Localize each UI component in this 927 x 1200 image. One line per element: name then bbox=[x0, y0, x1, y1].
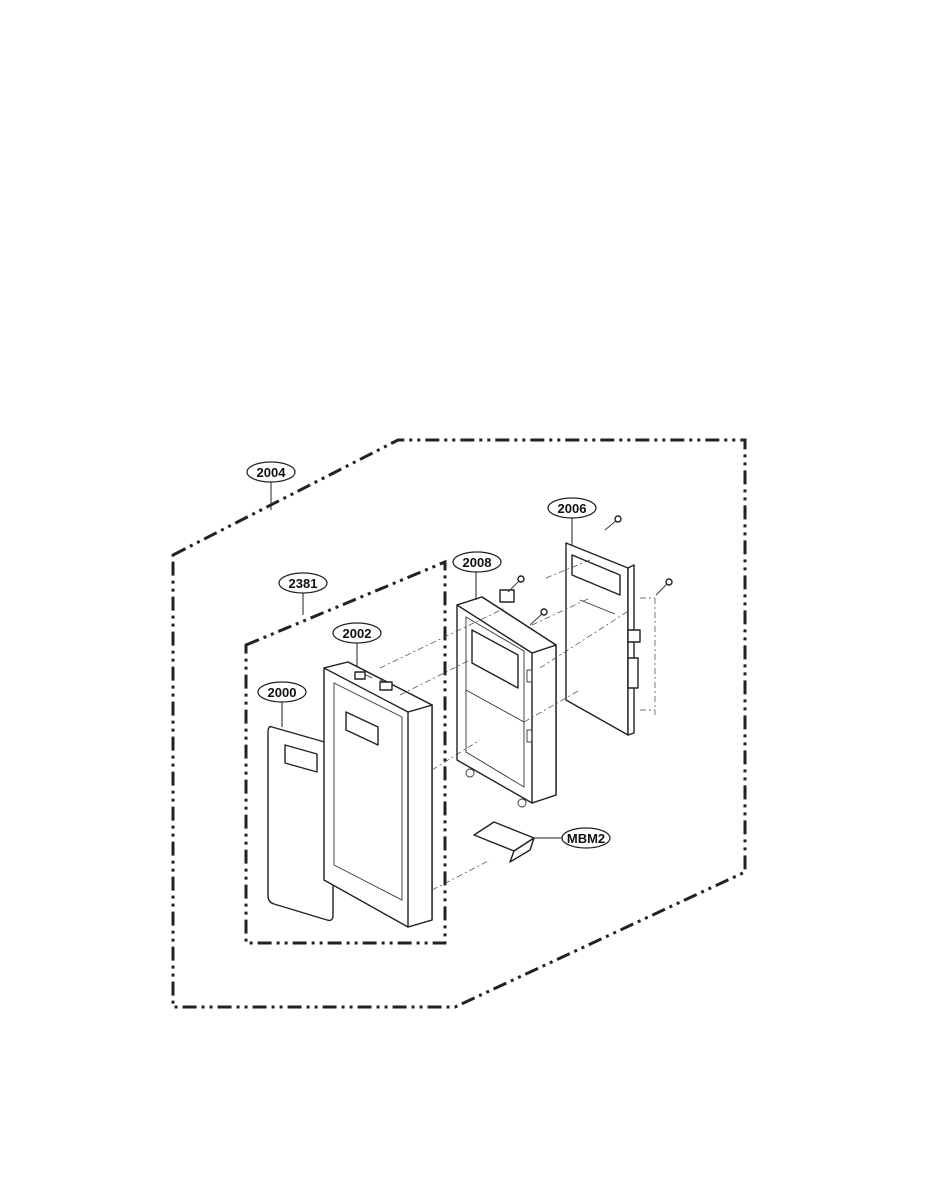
callout-2002: 2002 bbox=[332, 622, 382, 644]
callout-2000-label: 2000 bbox=[268, 685, 297, 700]
callout-2008: 2008 bbox=[452, 551, 502, 573]
screw bbox=[604, 515, 622, 531]
assembly-lines bbox=[379, 559, 656, 891]
screw bbox=[655, 578, 673, 596]
callout-leaders bbox=[270, 482, 573, 839]
callout-2006: 2006 bbox=[547, 497, 597, 519]
screw bbox=[529, 608, 548, 626]
callout-2381-label: 2381 bbox=[289, 576, 318, 591]
callout-mbm2-label: MBM2 bbox=[567, 831, 605, 846]
screw bbox=[507, 575, 525, 593]
callout-2004: 2004 bbox=[246, 461, 296, 483]
part-2008-bracket bbox=[456, 589, 557, 808]
part-2000-film bbox=[267, 725, 334, 922]
callout-2008-label: 2008 bbox=[463, 555, 492, 570]
callout-2004-label: 2004 bbox=[257, 465, 287, 480]
callout-2002-label: 2002 bbox=[343, 626, 372, 641]
part-2002-frame bbox=[323, 661, 433, 928]
part-2006-pcb bbox=[565, 542, 641, 736]
screws bbox=[507, 515, 673, 626]
assembly-boundary-2004 bbox=[171, 438, 747, 1009]
callout-2000: 2000 bbox=[257, 681, 307, 703]
part-mbm2 bbox=[473, 821, 535, 863]
callout-2381: 2381 bbox=[278, 572, 328, 594]
assembly-boundary-2381 bbox=[244, 559, 447, 945]
callout-mbm2: MBM2 bbox=[561, 827, 611, 849]
callout-2006-label: 2006 bbox=[558, 501, 587, 516]
